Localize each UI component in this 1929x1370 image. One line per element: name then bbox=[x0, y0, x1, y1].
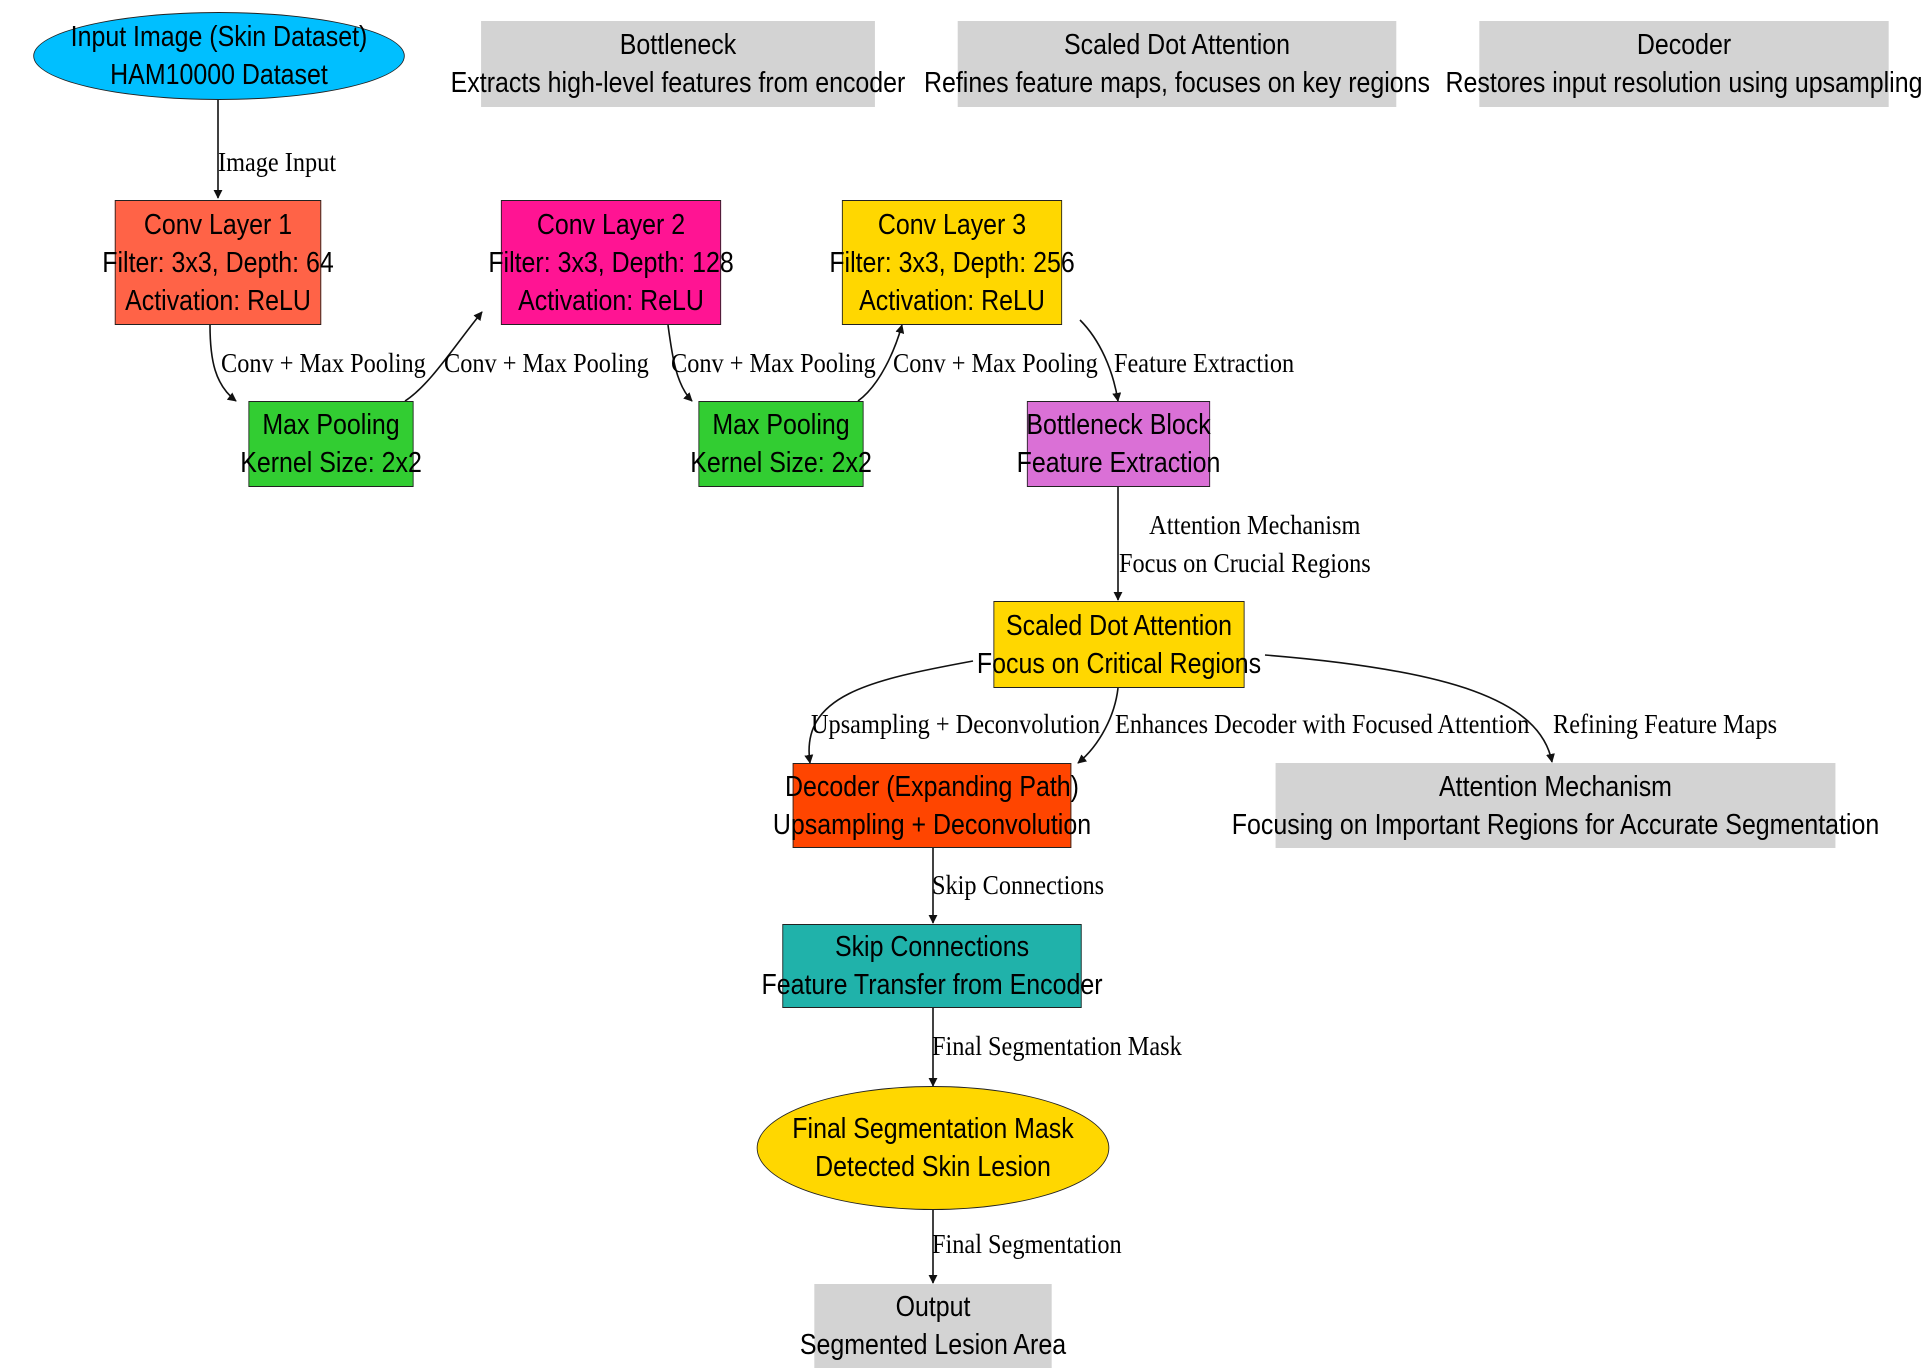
node-line: Feature Extraction bbox=[1016, 447, 1221, 479]
edge-label-text: Feature Extraction bbox=[1114, 348, 1295, 378]
legend-title: Decoder bbox=[1636, 29, 1732, 61]
edge-label-final-mask: Final Segmentation Mask bbox=[932, 1027, 1182, 1065]
conv-layer-3-node: Conv Layer 3 Filter: 3x3, Depth: 256 Act… bbox=[829, 200, 1075, 325]
node-line: Max Pooling bbox=[262, 409, 400, 441]
node-line: Detected Skin Lesion bbox=[815, 1151, 1051, 1183]
legend-title: Scaled Dot Attention bbox=[1063, 29, 1290, 61]
node-line: Segmented Lesion Area bbox=[799, 1329, 1067, 1361]
edge-label-conv1-pool1: Conv + Max Pooling bbox=[221, 344, 426, 382]
node-line: Kernel Size: 2x2 bbox=[240, 447, 422, 479]
node-line: Activation: ReLU bbox=[518, 284, 704, 317]
edge-conv2-to-pool2 bbox=[667, 324, 693, 402]
edge-label-text: Final Segmentation bbox=[932, 1229, 1122, 1259]
node-line: Filter: 3x3, Depth: 128 bbox=[488, 246, 734, 279]
node-line: Output bbox=[895, 1291, 971, 1323]
edge-label-text: Conv + Max Pooling bbox=[444, 348, 649, 378]
edge-label-upsampling: Upsampling + Deconvolution bbox=[811, 705, 1100, 743]
edge-label-skip-connections: Skip Connections bbox=[932, 866, 1104, 904]
node-line: Attention Mechanism bbox=[1439, 770, 1672, 803]
legend-title: Bottleneck bbox=[619, 29, 737, 61]
edge-conv1-to-pool1 bbox=[209, 324, 237, 402]
edge-label-pool2-conv3: Conv + Max Pooling bbox=[893, 344, 1098, 382]
edge-attention-to-attention-mechanism bbox=[1264, 654, 1555, 763]
edge-label-enhances: Enhances Decoder with Focused Attention bbox=[1115, 705, 1529, 743]
edge-label-refining: Refining Feature Maps bbox=[1553, 705, 1777, 743]
edge-label-text: Final Segmentation Mask bbox=[932, 1031, 1182, 1061]
node-line: Conv Layer 2 bbox=[536, 208, 686, 241]
final-segmentation-mask-node: Final Segmentation Mask Detected Skin Le… bbox=[756, 1086, 1110, 1210]
edge-label-text: Skip Connections bbox=[932, 870, 1105, 900]
legend-bottleneck: Bottleneck Extracts high-level features … bbox=[451, 21, 905, 107]
node-line: Conv Layer 3 bbox=[877, 208, 1027, 241]
legend-description: Refines feature maps, focuses on key reg… bbox=[923, 67, 1431, 99]
node-line: Activation: ReLU bbox=[859, 284, 1045, 317]
node-line: Focus on Critical Regions bbox=[976, 647, 1262, 680]
attention-mechanism-note: Attention Mechanism Focusing on Importan… bbox=[1232, 763, 1879, 848]
edge-pool2-to-conv3 bbox=[857, 324, 905, 402]
node-line: Focusing on Important Regions for Accura… bbox=[1231, 808, 1880, 841]
node-line: Final Segmentation Mask bbox=[792, 1113, 1074, 1145]
node-line: Conv Layer 1 bbox=[143, 208, 293, 241]
edge-label-text: Conv + Max Pooling bbox=[893, 348, 1098, 378]
edge-label-feature-extraction: Feature Extraction bbox=[1114, 344, 1294, 382]
node-line: Skip Connections bbox=[834, 931, 1030, 963]
max-pooling-1-node: Max Pooling Kernel Size: 2x2 bbox=[240, 401, 422, 487]
edge-label-image-input: Image Input bbox=[218, 143, 336, 181]
legend-description: Restores input resolution using upsampli… bbox=[1445, 67, 1923, 99]
edge-pool1-to-conv2 bbox=[404, 311, 483, 402]
edge-conv3-to-bottleneck bbox=[1079, 319, 1122, 402]
edge-label-text: Conv + Max Pooling bbox=[221, 348, 426, 378]
edge-attention-to-decoder-enhances bbox=[1077, 687, 1119, 764]
edge-attention-to-decoder-upsampling bbox=[804, 660, 974, 764]
skip-connections-node: Skip Connections Feature Transfer from E… bbox=[762, 924, 1102, 1008]
edge-label-text: Conv + Max Pooling bbox=[671, 348, 876, 378]
node-line: HAM10000 Dataset bbox=[110, 59, 328, 91]
scaled-dot-attention-node: Scaled Dot Attention Focus on Critical R… bbox=[977, 601, 1261, 688]
conv-layer-2-node: Conv Layer 2 Filter: 3x3, Depth: 128 Act… bbox=[488, 200, 734, 325]
node-line: Filter: 3x3, Depth: 64 bbox=[102, 246, 334, 279]
node-line: Filter: 3x3, Depth: 256 bbox=[829, 246, 1075, 279]
input-image-node: Input Image (Skin Dataset) HAM10000 Data… bbox=[33, 12, 405, 100]
node-line: Bottleneck Block bbox=[1026, 409, 1211, 441]
node-line: Feature Transfer from Encoder bbox=[761, 969, 1103, 1001]
conv-layer-1-node: Conv Layer 1 Filter: 3x3, Depth: 64 Acti… bbox=[102, 200, 334, 325]
edge-label-text: Enhances Decoder with Focused Attention bbox=[1115, 709, 1530, 739]
node-line: Input Image (Skin Dataset) bbox=[70, 21, 368, 53]
legend-decoder: Decoder Restores input resolution using … bbox=[1446, 21, 1922, 107]
edge-label-text: Refining Feature Maps bbox=[1553, 709, 1778, 739]
output-node: Output Segmented Lesion Area bbox=[800, 1284, 1066, 1368]
edge-label-text: Focus on Crucial Regions bbox=[1119, 548, 1371, 578]
node-line: Upsampling + Deconvolution bbox=[772, 808, 1092, 841]
node-line: Activation: ReLU bbox=[125, 284, 311, 317]
edge-label-text: Upsampling + Deconvolution bbox=[811, 709, 1101, 739]
decoder-node: Decoder (Expanding Path) Upsampling + De… bbox=[773, 763, 1091, 848]
edge-label-pool1-conv2: Conv + Max Pooling bbox=[444, 344, 649, 382]
edge-label-text: Attention Mechanism bbox=[1149, 510, 1361, 540]
edge-label-attention-mechanism: Attention Mechanism Focus on Crucial Reg… bbox=[1119, 506, 1371, 582]
node-line: Kernel Size: 2x2 bbox=[690, 447, 872, 479]
edge-label-text: Image Input bbox=[218, 147, 337, 177]
node-line: Decoder (Expanding Path) bbox=[785, 770, 1079, 803]
edge-label-final-segmentation: Final Segmentation bbox=[932, 1225, 1122, 1263]
legend-description: Extracts high-level features from encode… bbox=[450, 67, 906, 99]
legend-scaled-dot-attention: Scaled Dot Attention Refines feature map… bbox=[924, 21, 1430, 107]
bottleneck-block-node: Bottleneck Block Feature Extraction bbox=[1017, 401, 1220, 487]
max-pooling-2-node: Max Pooling Kernel Size: 2x2 bbox=[690, 401, 872, 487]
edge-label-conv2-pool2: Conv + Max Pooling bbox=[671, 344, 876, 382]
node-line: Max Pooling bbox=[712, 409, 850, 441]
node-line: Scaled Dot Attention bbox=[1005, 609, 1232, 642]
